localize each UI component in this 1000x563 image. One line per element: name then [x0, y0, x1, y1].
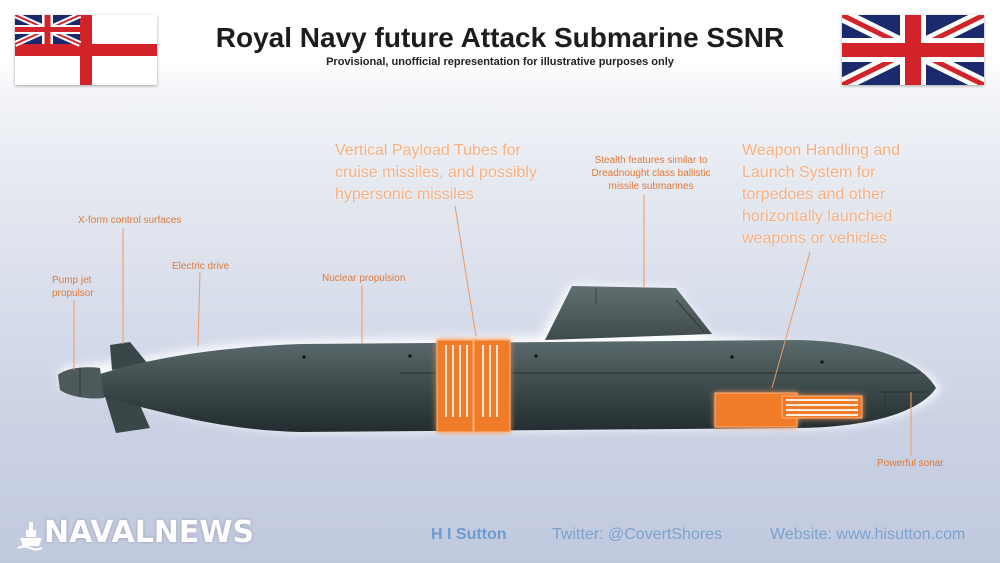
torpedo-tube-lines [786, 399, 858, 416]
twitter-handle: Twitter: @CovertShores [552, 526, 723, 543]
label-stealth-features: Stealth features similar to Dreadnought … [591, 155, 711, 192]
brand-logo-text: NAVALNEWS [44, 515, 255, 550]
white-ensign-flag-icon [15, 15, 157, 85]
label-weapon-handling: Weapon Handling and Launch System for to… [742, 142, 901, 247]
page-title: Royal Navy future Attack Submarine SSNR [215, 22, 785, 53]
naval-news-ship-icon [17, 522, 43, 551]
page-subtitle: Provisional, unofficial representation f… [326, 56, 674, 68]
label-vertical-payload-tubes: Vertical Payload Tubes for cruise missil… [335, 142, 537, 203]
website-credit: Website: www.hisutton.com [770, 526, 966, 543]
label-x-form-control-surfaces: X-form control surfaces [78, 215, 182, 226]
author-credit: H I Sutton [431, 526, 507, 543]
vertical-payload-tubes [436, 339, 511, 433]
label-electric-drive: Electric drive [172, 261, 230, 272]
weapon-handling-system [714, 392, 863, 428]
label-powerful-sonar: Powerful sonar [877, 458, 944, 469]
label-pump-jet-propulsor: Pump jet propulsor [52, 275, 94, 299]
leader-lines [73, 195, 912, 456]
union-flag-icon [842, 15, 984, 85]
sail [545, 286, 712, 340]
label-nuclear-propulsion: Nuclear propulsion [322, 273, 406, 284]
payload-tube-lines [445, 345, 498, 417]
pump-jet [58, 367, 104, 399]
upper-rudder [110, 342, 148, 370]
